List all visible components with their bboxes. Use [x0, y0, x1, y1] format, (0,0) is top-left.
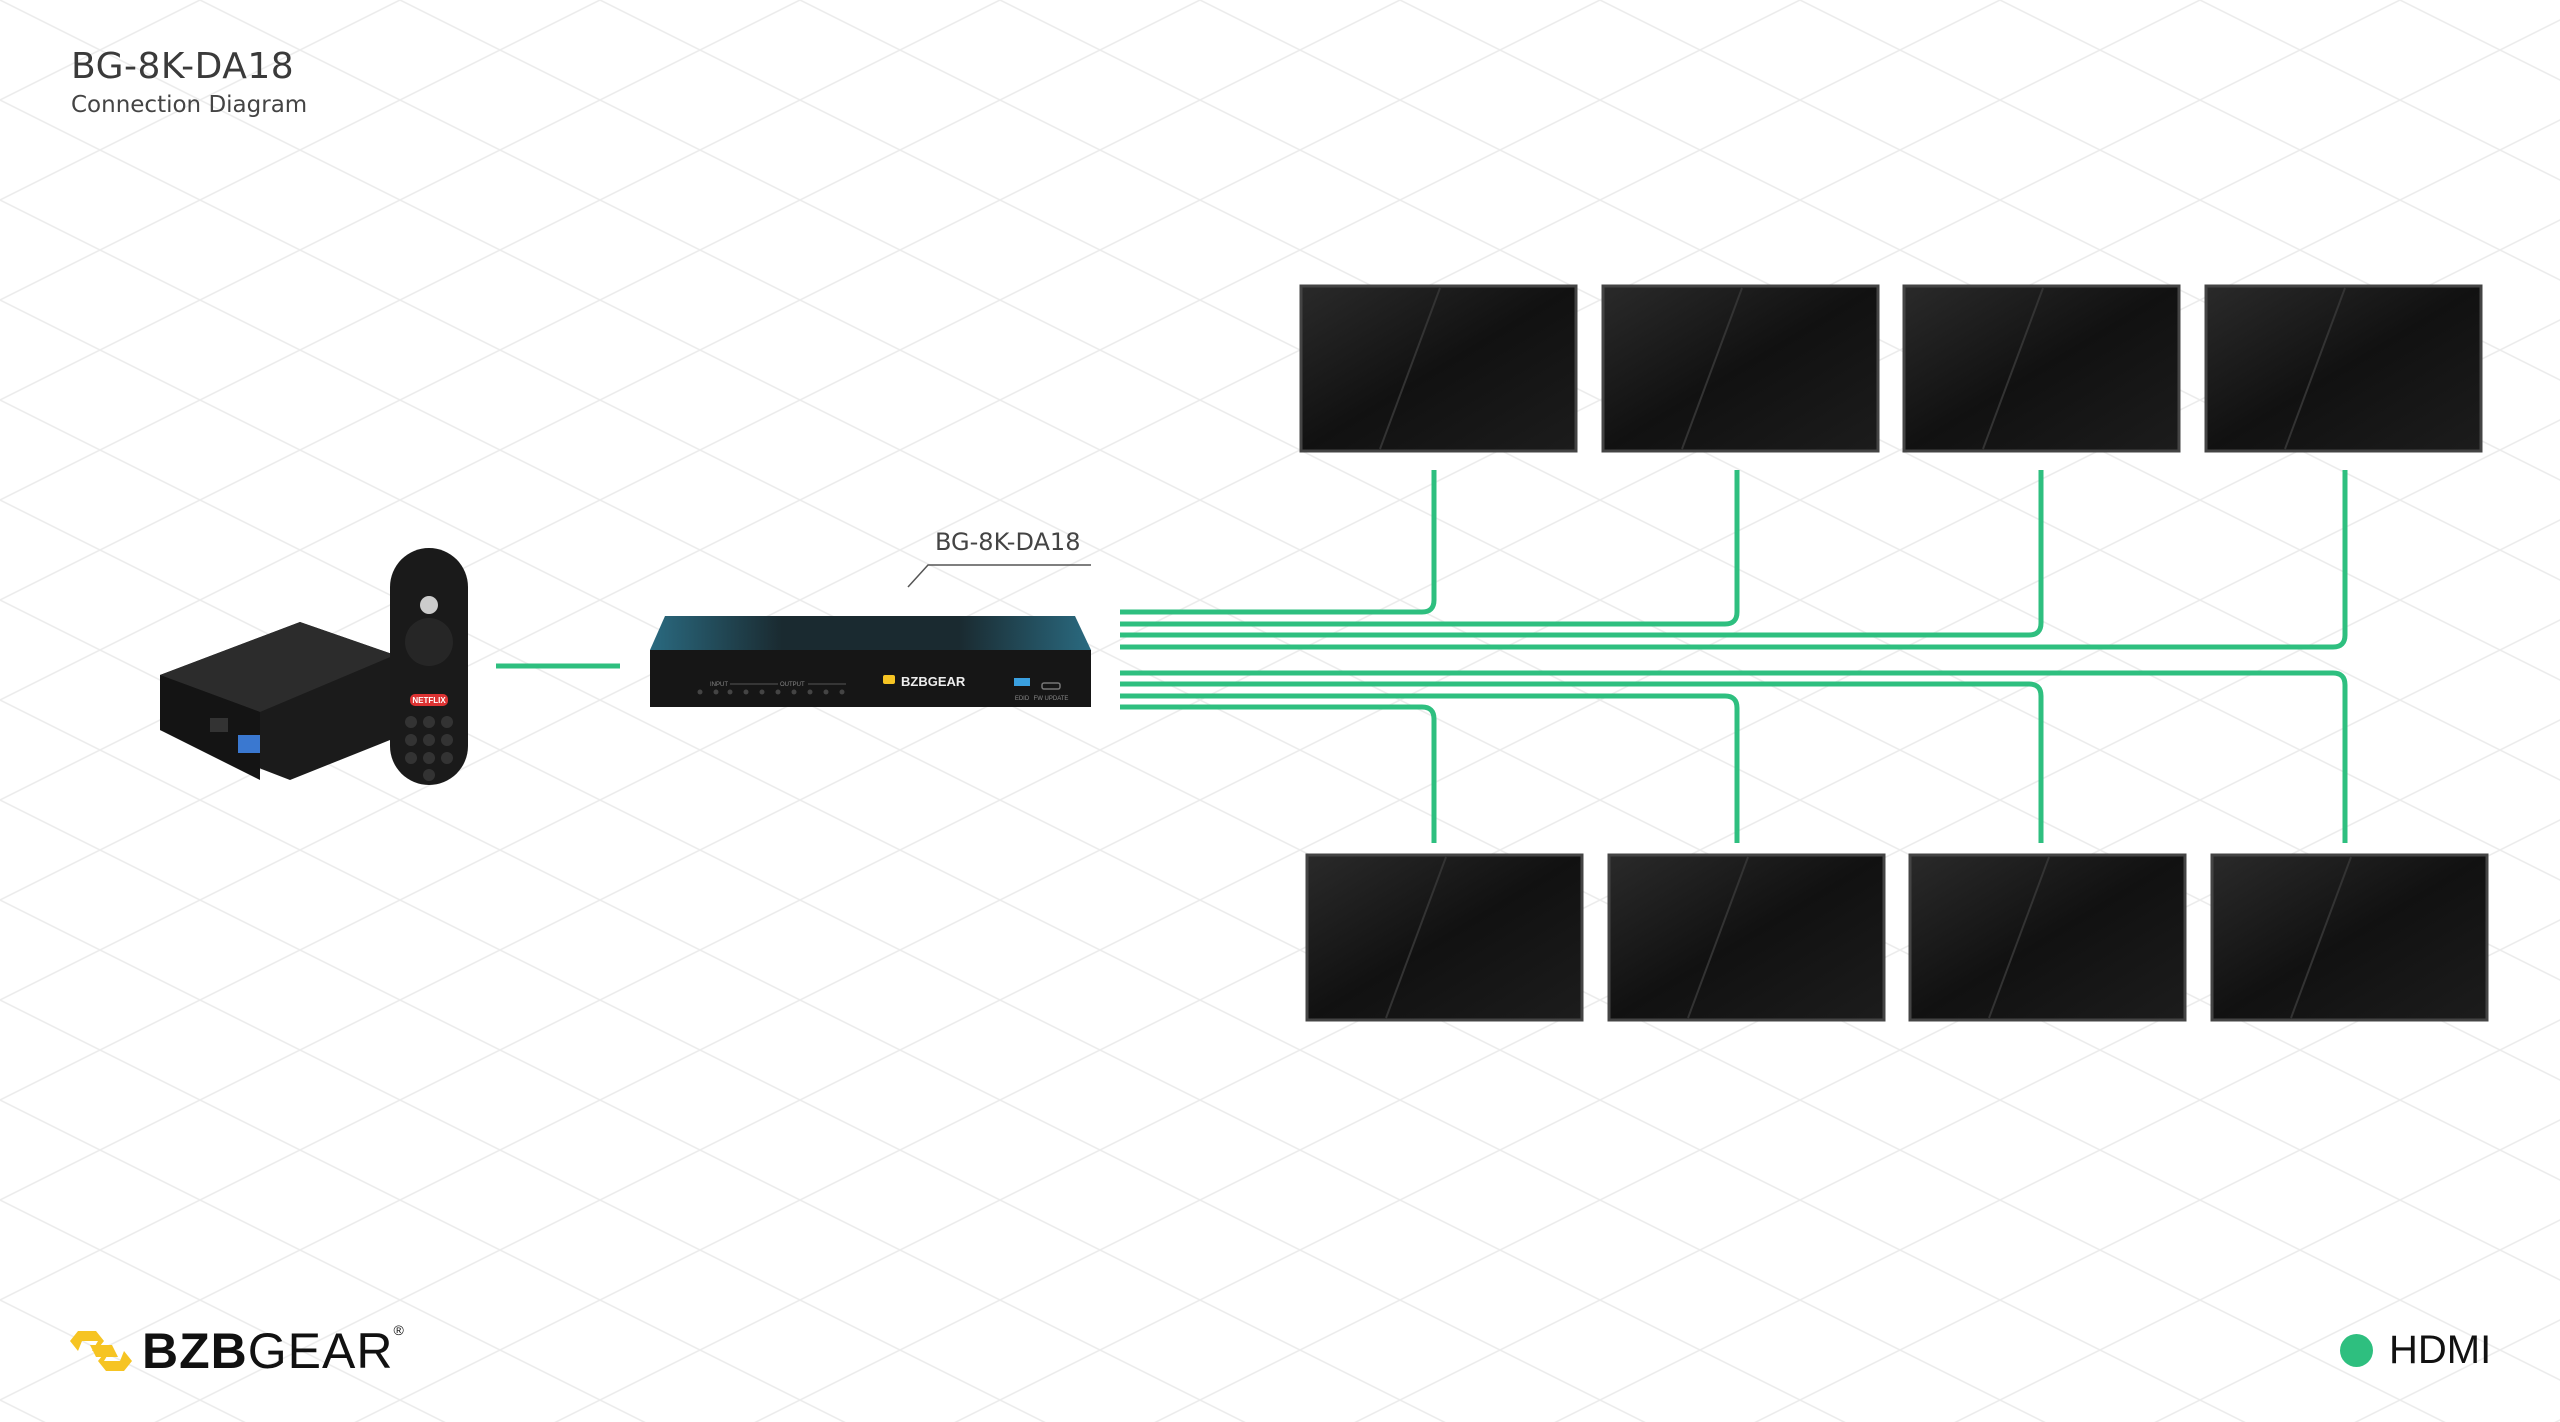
hdmi-cable-top-4	[1120, 470, 2348, 650]
fw-update-port	[1041, 682, 1061, 690]
panel-fw-update-label: FW UPDATE	[1034, 696, 1069, 702]
display-5	[1305, 853, 1584, 1022]
display-2	[1601, 284, 1880, 453]
hdmi-cable-bottom-2	[1120, 693, 1740, 843]
legend-label-hdmi: HDMI	[2389, 1328, 2492, 1372]
bzbgear-logo-icon	[70, 1331, 132, 1371]
hdmi-cable-bottom-3	[1120, 681, 2044, 843]
display-3	[1902, 284, 2181, 453]
hdmi-output-cables	[1120, 470, 2348, 843]
display-7	[1908, 853, 2187, 1022]
logo-text-bold: BZB	[142, 1323, 248, 1379]
display-1	[1299, 284, 1578, 453]
device-label: BG-8K-DA18	[935, 528, 1081, 556]
panel-output-label: OUTPUT	[780, 682, 805, 688]
netflix-button	[410, 694, 448, 706]
netflix-badge-text: NETFLIX	[412, 696, 446, 705]
panel-input-label: INPUT	[710, 682, 728, 688]
remote-control	[390, 548, 468, 785]
streaming-box	[160, 622, 395, 780]
device-brand-text: BZBGEAR	[901, 674, 966, 689]
usb-port-icon	[238, 735, 260, 753]
hdmi-cable-bottom-4	[1120, 670, 2348, 843]
display-4	[2204, 284, 2483, 453]
legend: HDMI	[2340, 1328, 2491, 1373]
page-subtitle: Connection Diagram	[71, 92, 308, 118]
hdmi-cable-top-2	[1120, 470, 1740, 627]
panel-edid-label: EDID	[1015, 696, 1030, 702]
brand-logo: BZBGEAR®	[70, 1322, 405, 1379]
display-6	[1607, 853, 1886, 1022]
logo-text-thin: GEAR	[247, 1323, 394, 1379]
display-8	[2210, 853, 2489, 1022]
displays-bottom	[1305, 853, 2489, 1022]
hdmi-cable-bottom-1	[1120, 704, 1437, 843]
hdmi-cable-top-3	[1120, 470, 2044, 638]
hdmi-legend-dot-icon	[2340, 1334, 2373, 1367]
displays-top	[1299, 284, 2483, 453]
page-title: BG-8K-DA18	[71, 46, 295, 87]
edid-switch	[1014, 678, 1030, 686]
device-logo-icon	[883, 675, 895, 684]
distribution-amplifier	[650, 616, 1091, 707]
registered-mark: ®	[393, 1322, 405, 1338]
hdmi-cable-top-1	[1120, 470, 1437, 615]
label-leader-line	[907, 564, 1091, 588]
